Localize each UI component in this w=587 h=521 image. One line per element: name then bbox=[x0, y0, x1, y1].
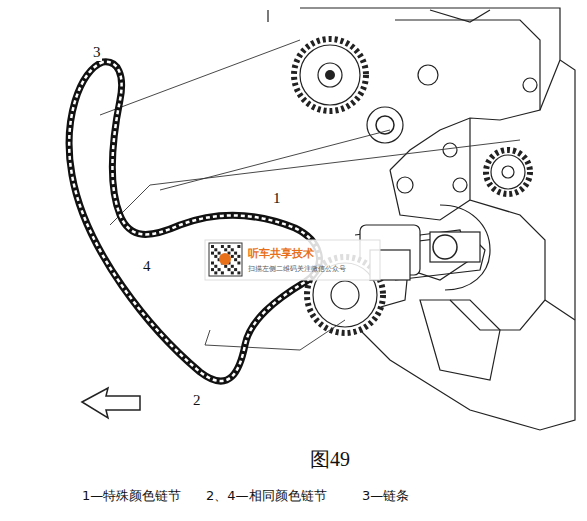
qr-cell bbox=[237, 245, 240, 248]
qr-cell bbox=[237, 271, 240, 274]
timing-chain bbox=[69, 62, 319, 381]
qr-cell bbox=[221, 271, 224, 274]
qr-cell bbox=[234, 252, 237, 255]
callout-number: 2 bbox=[192, 392, 202, 409]
qr-cell bbox=[218, 252, 221, 255]
qr-cell bbox=[231, 248, 234, 251]
qr-cell bbox=[234, 268, 237, 271]
qr-cell bbox=[224, 248, 227, 251]
qr-cell bbox=[231, 265, 234, 268]
guide-line bbox=[100, 40, 520, 350]
qr-cell bbox=[214, 265, 217, 268]
qr-cell bbox=[228, 245, 231, 248]
qr-cell bbox=[224, 265, 227, 268]
legend-text: 1—特殊颜色链节 bbox=[82, 489, 181, 503]
qr-cell bbox=[211, 245, 214, 248]
qr-cell bbox=[237, 255, 240, 258]
callout-number: 3 bbox=[92, 44, 102, 61]
qr-cell bbox=[211, 252, 214, 255]
balance-sprocket bbox=[486, 150, 530, 194]
watermark-text: 听车共享技术 bbox=[248, 248, 314, 260]
qr-cell bbox=[231, 271, 234, 274]
qr-cell bbox=[237, 262, 240, 265]
camshaft-sprocket bbox=[294, 39, 366, 111]
qr-cell bbox=[214, 271, 217, 274]
watermark-text: 扫描左侧二维码关注微信公众号 bbox=[248, 266, 346, 274]
qr-cell bbox=[221, 245, 224, 248]
watermark-panel bbox=[205, 240, 380, 280]
callout-number: 4 bbox=[142, 258, 152, 275]
qr-cell bbox=[231, 255, 234, 258]
callout-number: 1 bbox=[272, 190, 282, 207]
legend-text: 3—链条 bbox=[362, 489, 409, 503]
oil-pump-housing bbox=[430, 205, 490, 290]
qr-cell bbox=[228, 268, 231, 271]
direction-arrow bbox=[82, 388, 140, 418]
qr-cell bbox=[211, 262, 214, 265]
tensioner-bolt bbox=[367, 65, 537, 193]
qr-cell bbox=[211, 268, 214, 271]
figure-caption: 图49 bbox=[310, 448, 350, 470]
qr-cell bbox=[214, 255, 217, 258]
engine-block bbox=[268, 8, 575, 430]
qr-cell bbox=[234, 258, 237, 261]
legend-text: 2、4—相同颜色链节 bbox=[206, 489, 327, 503]
qr-cell bbox=[214, 248, 217, 251]
qr-cell bbox=[218, 268, 221, 271]
